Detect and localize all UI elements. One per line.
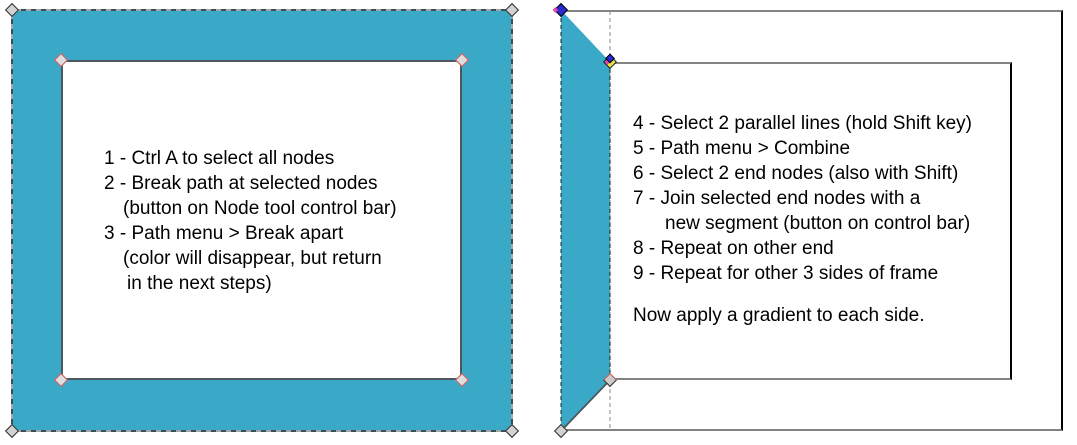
instruction-line: in the next steps) xyxy=(127,273,272,294)
instruction-line: 7 - Join selected end nodes with a xyxy=(633,188,921,209)
instruction-line: 5 - Path menu > Combine xyxy=(633,138,851,159)
left-frame-inner-rect[interactable] xyxy=(61,60,462,380)
instruction-line: 9 - Repeat for other 3 sides of frame xyxy=(633,263,939,284)
instruction-line: 6 - Select 2 end nodes (also with Shift) xyxy=(633,163,959,184)
instruction-line: (button on Node tool control bar) xyxy=(123,198,397,219)
instruction-line: 1 - Ctrl A to select all nodes xyxy=(104,148,335,169)
instruction-line: (color will disappear, but return xyxy=(123,248,382,269)
right-outer-rect[interactable] xyxy=(561,10,1063,431)
right-inner-rect[interactable] xyxy=(610,62,1012,380)
instruction-note: Now apply a gradient to each side. xyxy=(633,305,925,326)
instruction-line: new segment (button on control bar) xyxy=(665,213,971,234)
selection-dash-top xyxy=(11,9,513,11)
selection-dash-bottom xyxy=(11,430,513,432)
instruction-line: 3 - Path menu > Break apart xyxy=(104,223,344,244)
instruction-line: 4 - Select 2 parallel lines (hold Shift … xyxy=(633,113,972,134)
left-instructions: 1 - Ctrl A to select all nodes 2 - Break… xyxy=(104,146,397,296)
selection-dash-left xyxy=(11,9,13,432)
instruction-line: 2 - Break path at selected nodes xyxy=(104,173,378,194)
selection-dash-right xyxy=(511,9,513,432)
instruction-line: 8 - Repeat on other end xyxy=(633,238,834,259)
right-instructions: 4 - Select 2 parallel lines (hold Shift … xyxy=(633,111,972,328)
